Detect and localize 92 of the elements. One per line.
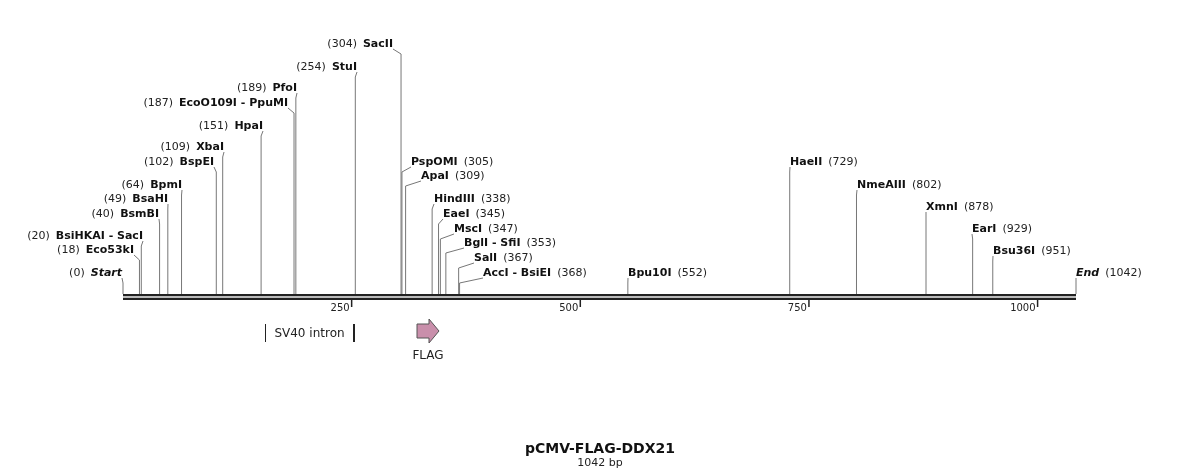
- enzyme-name: NmeAIII: [857, 177, 906, 191]
- leader-line: [1075, 277, 1077, 295]
- site-position: (102): [144, 154, 174, 168]
- site-position: (49): [103, 191, 127, 205]
- site-position: (109): [160, 139, 191, 153]
- leader-line: [392, 48, 402, 295]
- leader-line: [971, 233, 974, 295]
- leader-line: [158, 218, 161, 295]
- leader-line: [445, 247, 465, 295]
- enzyme-name: Eco53kI: [85, 242, 134, 256]
- leader-line: [295, 92, 298, 295]
- leader-line: [354, 71, 358, 295]
- enzyme-name: BspEI: [179, 154, 214, 168]
- leader-line: [167, 203, 169, 295]
- site-position: (878): [963, 199, 994, 213]
- feature-label: FLAG: [412, 348, 444, 362]
- site-position: (345): [475, 206, 506, 220]
- site-position: (304): [327, 36, 357, 50]
- enzyme-name: Start: [90, 265, 122, 279]
- leader-line: [925, 211, 927, 295]
- enzyme-name: XmnI: [926, 199, 958, 213]
- enzyme-name: MscI: [454, 221, 483, 235]
- backbone-bar: [123, 294, 1076, 300]
- site-position: (18): [57, 242, 80, 256]
- leader-line: [222, 151, 225, 295]
- enzyme-name: EarI: [972, 221, 997, 235]
- leader-line: [133, 254, 140, 295]
- enzyme-name: BsiHKAI - SacI: [55, 228, 143, 242]
- site-position: (40): [91, 206, 115, 220]
- site-position: (951): [1041, 243, 1071, 257]
- feature-span: [265, 324, 355, 342]
- leader-line: [627, 277, 629, 295]
- leader-line: [260, 130, 264, 295]
- leader-line: [439, 233, 455, 295]
- site-position: (552): [677, 265, 708, 279]
- site-position: (187): [143, 95, 173, 109]
- leader-line: [458, 262, 475, 295]
- leader-line: [401, 166, 412, 295]
- map-title: pCMV-FLAG-DDX21: [525, 440, 675, 456]
- leader-line: [992, 255, 994, 295]
- enzyme-name: EaeI: [443, 206, 470, 220]
- feature-label: SV40 intron: [274, 326, 345, 340]
- site-position: (0): [69, 265, 85, 279]
- leader-line: [213, 166, 217, 295]
- leader-line: [431, 203, 435, 295]
- enzyme-name: Bpu10I: [628, 265, 672, 279]
- leader-line: [405, 180, 422, 295]
- site-position: (368): [557, 265, 587, 279]
- site-position: (353): [526, 235, 557, 249]
- enzyme-name: BpmI: [150, 177, 182, 191]
- site-position: (254): [296, 59, 326, 73]
- enzyme-name: AccI - BsiEI: [483, 265, 552, 279]
- enzyme-name: HaeII: [790, 154, 823, 168]
- site-position: (64): [121, 177, 145, 191]
- enzyme-name: BglI - SfiI: [464, 235, 521, 249]
- enzyme-name: End: [1076, 265, 1100, 279]
- site-position: (338): [480, 191, 511, 205]
- enzyme-name: HpaI: [234, 118, 263, 132]
- enzyme-name: BsmBI: [120, 206, 159, 220]
- site-position: (367): [503, 250, 533, 264]
- site-position: (189): [236, 80, 267, 94]
- enzyme-name: XbaI: [196, 139, 224, 153]
- site-position: (309): [454, 168, 485, 182]
- site-position: (305): [463, 154, 494, 168]
- site-position: (151): [198, 118, 229, 132]
- enzyme-name: HindIII: [434, 191, 475, 205]
- enzyme-name: EcoO109I - PpuMI: [178, 95, 288, 109]
- sequence-length: 1042 bp: [577, 456, 623, 469]
- enzyme-name: ApaI: [421, 168, 449, 182]
- enzyme-name: SalI: [474, 250, 498, 264]
- enzyme-name: PfoI: [272, 80, 297, 94]
- enzyme-name: StuI: [331, 59, 357, 73]
- site-position: (929): [1002, 221, 1033, 235]
- leader-line: [789, 166, 791, 295]
- site-position: (729): [828, 154, 858, 168]
- enzyme-name: Bsu36I: [993, 243, 1036, 257]
- leader-line: [459, 277, 484, 295]
- leader-line: [121, 277, 124, 295]
- tick-label: 250: [330, 302, 350, 313]
- tick-label: 750: [787, 302, 807, 313]
- enzyme-name: PspOMI: [411, 154, 458, 168]
- leader-line: [181, 189, 183, 295]
- site-position: (1042): [1105, 265, 1142, 279]
- leader-line: [140, 240, 144, 295]
- enzyme-name: SacII: [362, 36, 393, 50]
- leader-line: [856, 189, 858, 295]
- leader-line: [287, 107, 295, 295]
- leader-line: [438, 218, 444, 295]
- site-position: (347): [488, 221, 518, 235]
- site-position: (802): [911, 177, 942, 191]
- enzyme-name: BsaHI: [132, 191, 168, 205]
- site-position: (20): [27, 228, 50, 242]
